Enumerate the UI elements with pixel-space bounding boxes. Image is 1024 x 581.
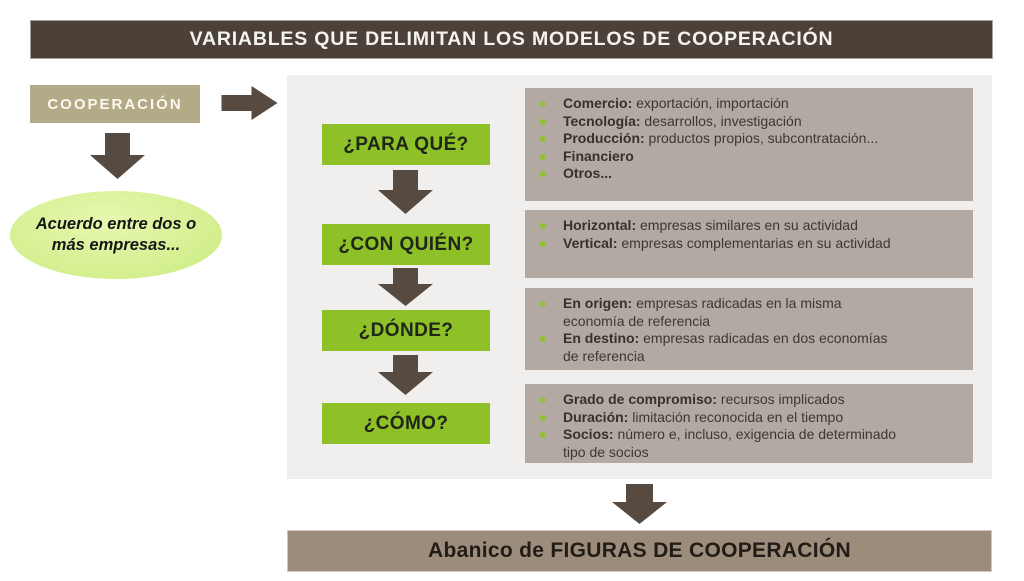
bullet-dot-icon bbox=[540, 397, 546, 403]
bullet-term: Grado de compromiso: bbox=[563, 391, 718, 407]
bullet-term: En origen: bbox=[563, 295, 633, 311]
question-box-con-quien: ¿CON QUIÉN? bbox=[322, 224, 490, 265]
arrow-down-icon bbox=[378, 268, 433, 306]
bullet-term: Socios: bbox=[563, 426, 614, 442]
arrow-down-icon bbox=[90, 133, 145, 179]
bullet-term: Horizontal: bbox=[563, 217, 637, 233]
bullet-term: Vertical: bbox=[563, 234, 618, 251]
arrow-right-icon bbox=[221, 86, 278, 120]
bullet-item: Producción: productos propios, subcontra… bbox=[540, 130, 899, 148]
question-box-como: ¿CÓMO? bbox=[322, 403, 490, 444]
agreement-ellipse: Acuerdo entre dos o más empresas... bbox=[10, 191, 222, 279]
bullet-dot-icon bbox=[540, 223, 546, 229]
page-title: VARIABLES QUE DELIMITAN LOS MODELOS DE C… bbox=[30, 20, 993, 59]
bullet-dot-icon bbox=[540, 153, 546, 160]
bullet-item: En destino: empresas radicadas en dos ec… bbox=[540, 330, 899, 365]
bullet-item: Socios: número e, incluso, exigencia de … bbox=[540, 426, 899, 461]
arrow-down-icon bbox=[612, 484, 667, 524]
bullet-item: Tecnología: desarrollos, investigación bbox=[540, 112, 899, 131]
question-box-para-que: ¿PARA QUÉ? bbox=[322, 124, 490, 165]
bullet-term: Duración: bbox=[563, 408, 629, 425]
question-box-donde: ¿DÓNDE? bbox=[322, 310, 490, 351]
bullet-dot-icon bbox=[540, 414, 546, 421]
bullet-item: Grado de compromiso: recursos implicados bbox=[540, 391, 899, 409]
bullet-dot-icon bbox=[540, 336, 546, 342]
bullet-dot-icon bbox=[540, 171, 546, 177]
bullet-dot-icon bbox=[540, 432, 546, 438]
bullet-list: Horizontal: empresas similares en su act… bbox=[525, 217, 973, 252]
bullet-item: Vertical: empresas complementarias en su… bbox=[540, 234, 899, 253]
bullet-item: Horizontal: empresas similares en su act… bbox=[540, 217, 899, 235]
bullet-item: Financiero bbox=[540, 147, 899, 166]
bullet-list: Grado de compromiso: recursos implicados… bbox=[525, 391, 973, 461]
footer-title: Abanico de FIGURAS DE COOPERACIÓN bbox=[287, 530, 992, 572]
bullet-term: Producción: bbox=[563, 130, 645, 146]
bullet-dot-icon bbox=[540, 101, 546, 107]
bullet-item: Duración: limitación reconocida en el ti… bbox=[540, 408, 899, 427]
cooperation-box: COOPERACIÓN bbox=[30, 85, 200, 123]
detail-box-con-quien: Horizontal: empresas similares en su act… bbox=[525, 210, 973, 278]
arrow-down-icon bbox=[378, 355, 433, 395]
bullet-dot-icon bbox=[540, 240, 546, 247]
bullet-term: En destino: bbox=[563, 330, 640, 346]
bullet-dot-icon bbox=[540, 118, 546, 125]
bullet-term: Otros... bbox=[563, 165, 613, 181]
bullet-item: En origen: empresas radicadas en la mism… bbox=[540, 295, 899, 330]
bullet-dot-icon bbox=[540, 301, 546, 307]
bullet-term: Financiero bbox=[563, 147, 634, 164]
arrow-down-icon bbox=[378, 170, 433, 214]
detail-box-donde: En origen: empresas radicadas en la mism… bbox=[525, 288, 973, 370]
variables-panel: ¿PARA QUÉ? ¿CON QUIÉN? ¿DÓNDE? ¿CÓMO? Co… bbox=[287, 75, 992, 479]
bullet-item: Otros... bbox=[540, 165, 899, 183]
detail-box-como: Grado de compromiso: recursos implicados… bbox=[525, 384, 973, 463]
bullet-dot-icon bbox=[540, 136, 546, 142]
bullet-term: Comercio: bbox=[563, 95, 633, 111]
bullet-term: Tecnología: bbox=[563, 112, 641, 129]
bullet-item: Comercio: exportación, importación bbox=[540, 95, 899, 113]
bullet-list: En origen: empresas radicadas en la mism… bbox=[525, 295, 973, 365]
